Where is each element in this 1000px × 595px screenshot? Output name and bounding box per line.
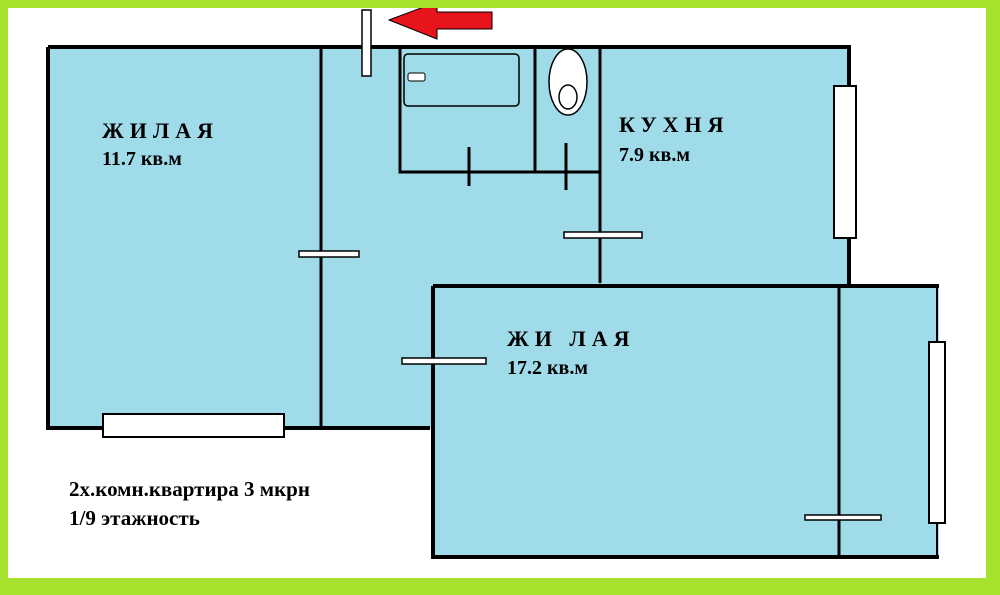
red-arrow-left-icon: [387, 8, 493, 40]
room-name-living-large: ЖИ ЛАЯ: [507, 326, 636, 351]
toilet-icon: [548, 48, 588, 116]
entrance-door: [361, 9, 372, 77]
bathtub-icon: [403, 53, 520, 107]
doors: [298, 9, 882, 521]
building-floors: 1/9 этажность: [69, 506, 200, 530]
room-area-living-small: 11.7 кв.м: [102, 148, 182, 170]
room-area-living-large: 17.2 кв.м: [507, 357, 588, 379]
room-name-kitchen: КУХНЯ: [619, 112, 730, 137]
floor-plan-page: ЖИЛАЯ 11.7 кв.м КУХНЯ 7.9 кв.м ЖИ ЛАЯ 17…: [8, 8, 986, 578]
window-kitchen: [833, 85, 857, 239]
lower-floor-area: [433, 288, 939, 557]
door-kitchen: [563, 231, 643, 239]
window-balcony: [928, 341, 946, 524]
interior-walls: [319, 47, 841, 557]
door-living-large: [401, 357, 487, 365]
door-balcony: [804, 514, 882, 521]
apartment-description: 2х.комн.квартира 3 мкрн: [69, 477, 310, 501]
room-name-living-small: ЖИЛАЯ: [102, 118, 220, 143]
window-living-small: [102, 413, 285, 438]
door-living-small: [298, 250, 360, 258]
room-area-kitchen: 7.9 кв.м: [619, 144, 690, 166]
upper-floor-area: [48, 47, 849, 428]
windows: [102, 85, 946, 524]
floor-plan: [46, 8, 946, 559]
